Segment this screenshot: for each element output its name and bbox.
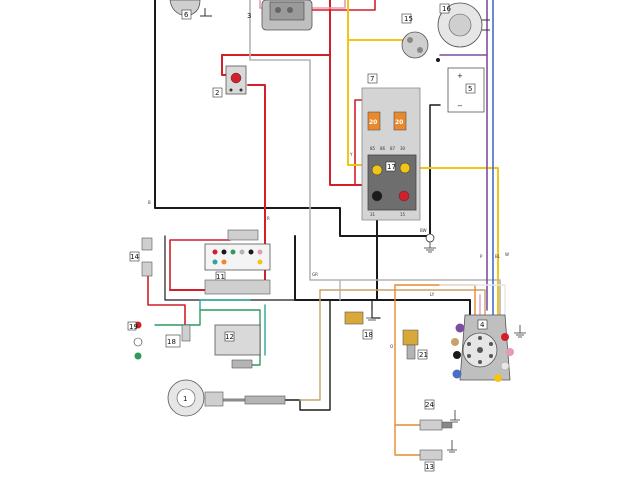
relay-pin-86: 86 bbox=[380, 146, 386, 151]
wire-tan bbox=[319, 289, 486, 319]
label-12: 12 bbox=[225, 333, 234, 341]
wire-red-left bbox=[169, 239, 231, 291]
label-3: 3 bbox=[247, 12, 251, 20]
label-5: 5 bbox=[468, 85, 472, 93]
component-16: 16 bbox=[437, 2, 490, 48]
wire-teal bbox=[199, 299, 251, 311]
wire-green bbox=[154, 309, 261, 366]
relay-pin-15: 15 bbox=[400, 212, 406, 217]
wire-tan-2 bbox=[299, 289, 321, 401]
relay-pin-30: 30 bbox=[400, 146, 406, 151]
wire-label-b: B bbox=[148, 200, 151, 205]
relay-panel-7: 7 20 20 17 85 86 87 30 31 15 bbox=[361, 73, 421, 221]
label-11: 11 bbox=[216, 273, 225, 281]
relay-pin-85: 85 bbox=[370, 146, 376, 151]
component-14: 14 bbox=[129, 237, 153, 277]
wire-yellow-right bbox=[404, 167, 499, 321]
label-4: 4 bbox=[480, 321, 485, 329]
component-18b: 18 bbox=[344, 310, 378, 340]
relay-pin-87: 87 bbox=[390, 146, 396, 151]
battery-plus: + bbox=[457, 72, 463, 80]
component-13: 13 bbox=[419, 440, 457, 472]
wire-black-module bbox=[164, 235, 296, 301]
wire-orange-2 bbox=[394, 284, 421, 456]
component-11: 11 bbox=[204, 243, 271, 295]
wire-label-bl: BL bbox=[495, 254, 501, 259]
wire-label-gr: GR bbox=[312, 272, 318, 277]
label-6: 6 bbox=[184, 11, 189, 19]
label-17: 17 bbox=[387, 163, 396, 171]
wire-label-r: R bbox=[267, 216, 270, 221]
label-13: 13 bbox=[425, 463, 434, 471]
inline-fuse-top bbox=[227, 229, 259, 241]
component-6: 6 bbox=[169, 0, 212, 20]
label-7: 7 bbox=[370, 75, 374, 83]
component-12: 12 bbox=[214, 324, 261, 369]
label-18: 18 bbox=[167, 338, 176, 346]
wire-grey-top bbox=[249, 0, 501, 321]
component-1: 1 bbox=[167, 379, 286, 417]
label-14: 14 bbox=[130, 253, 139, 261]
label-2: 2 bbox=[215, 89, 219, 97]
label-21: 21 bbox=[419, 351, 428, 359]
fuse-1: 20 bbox=[369, 119, 377, 126]
relay-pin-31: 31 bbox=[370, 212, 376, 217]
label-18b: 18 bbox=[364, 331, 373, 339]
label-24: 24 bbox=[425, 401, 434, 409]
wire-label-bw: BW bbox=[420, 228, 427, 233]
wire-labels: B R Y GR BW LY O W P BL bbox=[148, 152, 509, 349]
label-19: 19 bbox=[129, 323, 138, 331]
component-24: 24 bbox=[419, 399, 460, 431]
wires bbox=[147, 0, 506, 456]
battery-5: + − 5 bbox=[447, 67, 485, 113]
wire-black-main bbox=[154, 0, 431, 237]
wire-red-14 bbox=[147, 274, 186, 326]
wire-black-ground bbox=[429, 104, 441, 171]
battery-minus: − bbox=[457, 102, 463, 110]
component-19: 19 bbox=[127, 321, 143, 360]
label-1: 1 bbox=[183, 395, 187, 403]
wire-label-w: W bbox=[505, 252, 509, 257]
ground-symbol-2 bbox=[514, 325, 526, 338]
wire-label-o: O bbox=[390, 344, 393, 349]
ground-symbol-1 bbox=[424, 233, 436, 253]
component-18: 18 bbox=[165, 324, 191, 348]
fuse-2: 20 bbox=[395, 119, 403, 126]
wire-black-18 bbox=[371, 299, 381, 319]
wire-label-ly: LY bbox=[430, 292, 435, 297]
component-21: 21 bbox=[402, 329, 428, 360]
component-2: 2 bbox=[212, 65, 247, 98]
label-15: 15 bbox=[404, 15, 413, 23]
label-16: 16 bbox=[442, 5, 451, 13]
component-15: 15 bbox=[401, 13, 440, 62]
wire-label-y: Y bbox=[349, 152, 353, 157]
component-4: 4 bbox=[451, 314, 514, 382]
component-3: 3 bbox=[247, 0, 313, 31]
wire-label-p: P bbox=[480, 254, 483, 259]
wire-black-coil bbox=[294, 235, 471, 321]
